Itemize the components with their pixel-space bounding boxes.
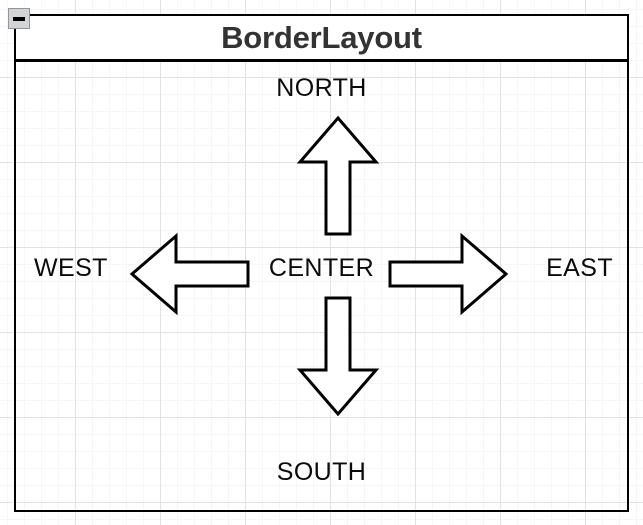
region-label-north: NORTH — [276, 74, 367, 102]
arrow-up-icon — [296, 115, 380, 236]
window-title-bar: BorderLayout — [14, 14, 629, 62]
page-title: BorderLayout — [221, 20, 422, 55]
arrow-down-icon — [296, 296, 380, 417]
region-label-south: SOUTH — [276, 458, 367, 486]
arrow-left-icon — [129, 232, 250, 316]
region-label-west: WEST — [34, 254, 108, 282]
collapse-button[interactable] — [8, 8, 30, 29]
minus-icon — [13, 16, 25, 21]
region-label-east: EAST — [546, 254, 613, 282]
arrow-right-icon — [388, 232, 509, 316]
border-layout-body: NORTH WEST CENTER EAST SOUTH — [16, 64, 627, 510]
region-label-center: CENTER — [268, 254, 375, 282]
